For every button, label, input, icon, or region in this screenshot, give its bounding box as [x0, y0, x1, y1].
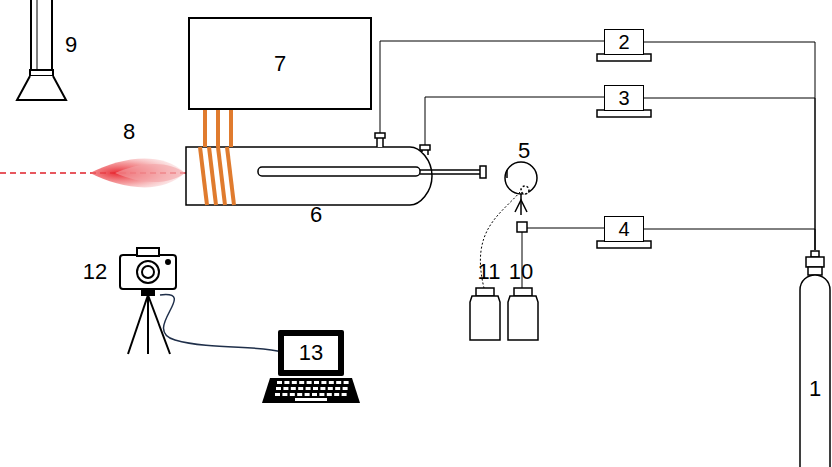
gas-line	[644, 98, 815, 250]
flow-controller: 3	[604, 85, 644, 111]
exhaust-hood	[17, 0, 66, 100]
flame	[90, 159, 185, 188]
callout-number: 5	[518, 140, 530, 162]
callout-number: 8	[123, 121, 135, 143]
flow-controller: 2	[604, 29, 644, 55]
callout-number: 2	[618, 32, 629, 52]
gas-cylinder: 1	[798, 250, 832, 467]
flame-core	[115, 164, 185, 182]
controller-base	[597, 54, 651, 248]
cylinder-outline	[798, 250, 832, 467]
callout-number: 11	[478, 261, 501, 283]
callout-number: 13	[299, 342, 323, 364]
laptop	[262, 330, 360, 403]
callout-number: 4	[618, 219, 629, 239]
callout-number: 3	[618, 88, 629, 108]
gas-line	[644, 42, 815, 250]
callout-number: 9	[65, 34, 77, 56]
callout-number: 10	[509, 261, 533, 283]
induction-coil	[200, 110, 234, 205]
gas-line	[644, 229, 815, 250]
callout-number: 1	[809, 378, 821, 400]
callout-number: 12	[83, 261, 107, 283]
camera	[120, 248, 176, 354]
gas-line	[380, 41, 604, 228]
callout-number: 6	[310, 204, 322, 226]
reagent-bottle	[470, 288, 538, 340]
furnace-power-box: 7	[188, 17, 372, 110]
callout-number: 7	[274, 53, 286, 75]
camera-cable	[160, 295, 282, 352]
flow-controller: 4	[604, 216, 644, 242]
